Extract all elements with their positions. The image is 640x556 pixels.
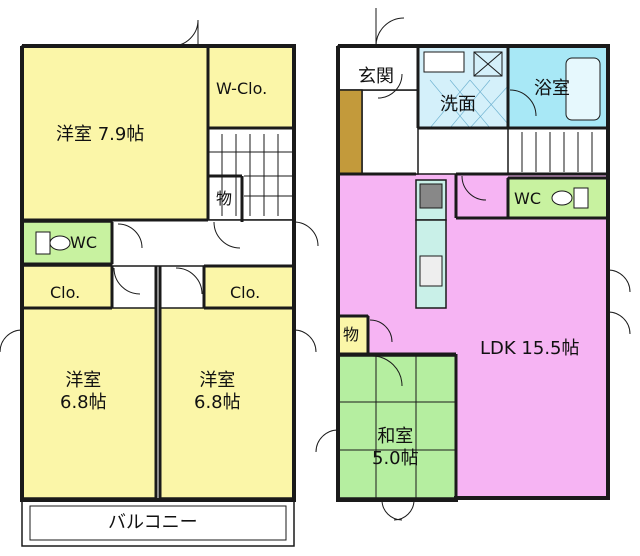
toilet-bowl — [49, 235, 71, 251]
japanese-room-size: 5.0帖 — [372, 448, 419, 469]
second-floor — [0, 19, 319, 547]
door-swing — [509, 89, 537, 117]
closet-left-label: Clo. — [50, 283, 81, 302]
door-swing — [377, 73, 403, 99]
window-swing — [315, 429, 339, 453]
walk-in-closet-label: W-Clo. — [216, 79, 268, 98]
window-swing — [0, 329, 23, 353]
balcony-area — [21, 499, 295, 547]
bedroom-2-name: 洋室 — [65, 370, 102, 391]
sink — [423, 51, 465, 73]
toilet-tank-1f — [573, 187, 589, 209]
tile-line — [449, 79, 491, 129]
door-swing — [369, 319, 393, 343]
storage-label: 物 — [216, 189, 233, 208]
washer-space — [473, 51, 503, 77]
tile-line — [469, 85, 509, 129]
toilet-1f-label: WC — [514, 189, 541, 208]
window-swing — [607, 269, 631, 293]
door-swing — [393, 499, 415, 521]
entrance-label: 玄関 — [358, 66, 394, 87]
walk-in-closet-area — [207, 45, 295, 129]
storage-1f-label: 物 — [343, 325, 360, 344]
bedroom-3-label: 洋室 6.8帖 — [194, 370, 241, 414]
hall-1f-area — [361, 89, 419, 175]
japanese-room-name: 和室 — [377, 426, 414, 447]
door-swing — [461, 175, 487, 201]
door-swing — [375, 17, 405, 47]
window-swing — [607, 311, 631, 335]
door-swing — [213, 221, 241, 249]
washer-cross — [473, 51, 503, 77]
ldk-label: LDK 15.5帖 — [480, 338, 580, 359]
door-swing — [113, 267, 141, 295]
bathtub — [565, 57, 601, 121]
japanese-room-label: 和室 5.0帖 — [372, 426, 419, 470]
outer-wall-2f — [20, 44, 296, 502]
stove — [419, 183, 443, 209]
toilet-bowl-1f — [551, 190, 573, 206]
bedroom-1-label: 洋室 7.9帖 — [56, 124, 145, 145]
first-floor — [315, 8, 631, 521]
door-swing — [381, 499, 403, 521]
entrance-step — [337, 89, 363, 175]
balcony-inner — [29, 505, 287, 541]
door-swing — [117, 223, 143, 249]
balcony-label: バルコニー — [108, 512, 198, 533]
washroom-label: 洗面 — [440, 94, 476, 115]
tile-line — [469, 79, 509, 125]
bedroom-3-size: 6.8帖 — [194, 392, 241, 413]
door-swing — [175, 267, 203, 295]
door-swing — [293, 221, 319, 247]
bedroom-3-area — [159, 307, 295, 499]
toilet-label: WC — [70, 233, 97, 252]
window-swing — [293, 329, 317, 353]
bedroom-2-size: 6.8帖 — [60, 392, 107, 413]
door-swing — [171, 19, 199, 47]
tile-line — [429, 79, 471, 129]
bathroom-label: 浴室 — [534, 78, 570, 99]
bedroom-2-label: 洋室 6.8帖 — [60, 370, 107, 414]
bedroom-1-area — [21, 45, 209, 221]
bedroom-3-name: 洋室 — [199, 370, 236, 391]
kitchen-sink — [419, 255, 443, 287]
closet-right-label: Clo. — [230, 283, 261, 302]
staircase-1f-area — [507, 127, 609, 175]
toilet-tank — [35, 231, 51, 255]
door-swing — [371, 355, 403, 387]
